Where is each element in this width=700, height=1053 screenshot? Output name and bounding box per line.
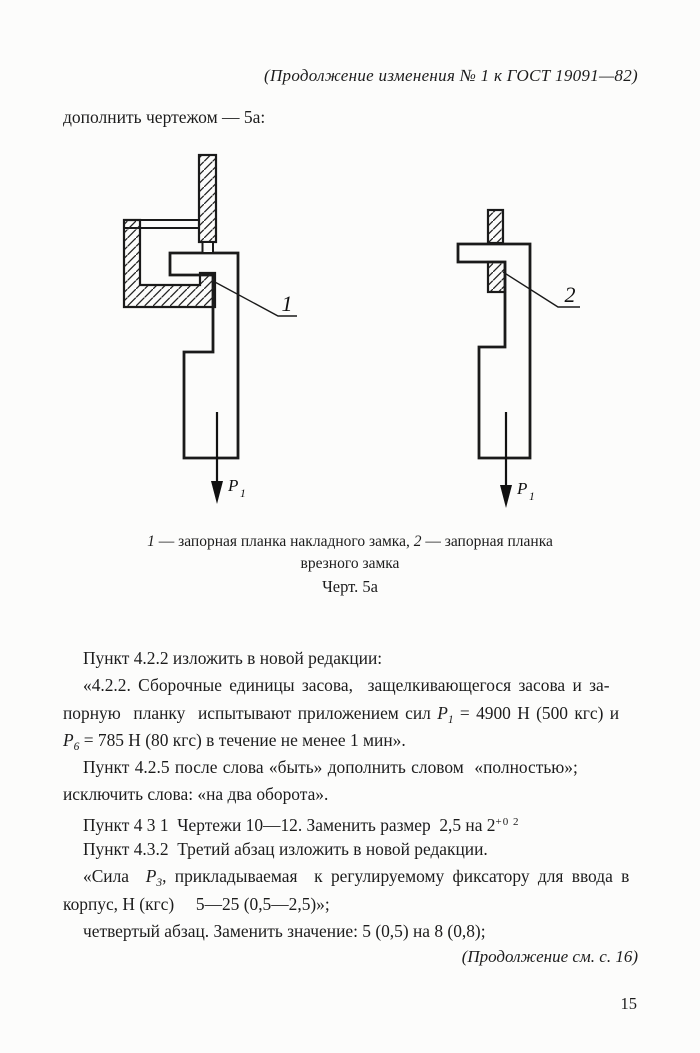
jamb-bar-hatched — [486, 208, 505, 245]
body-line: Пункт 4.2.2 изложить в новой редакции: — [83, 648, 383, 668]
body-line: «Сила P3, прикладываемая к регулируемому… — [83, 866, 630, 890]
footer-continuation-note: (Продолжение см. с. 16) — [461, 947, 638, 966]
jamb-bar-hatched — [197, 153, 218, 244]
body-line: исключить слова: «на два оборота». — [63, 784, 329, 805]
left-lock-drawing: 1 P 1 — [122, 153, 297, 504]
caption-text-2: — запорная планка врезного замка — [300, 533, 553, 572]
right-lock-drawing: 2 P 1 — [456, 208, 580, 508]
strike-plate-hatched — [486, 260, 507, 294]
force-label-right: P — [516, 479, 527, 498]
body-line: Пункт 4.2.5 после слова «быть» дополнить… — [83, 757, 578, 778]
caption-callout-1: 1 — [147, 533, 155, 550]
body-line: Пункт 4.3.2 Третий абзац изложить в ново… — [83, 839, 488, 860]
caption-callout-2: 2 — [413, 533, 422, 550]
body-line: четвертый абзац. Заменить значение: 5 (0… — [83, 920, 486, 941]
lock-body-outline — [168, 251, 240, 460]
force-label-left-sub: 1 — [240, 488, 246, 500]
lock-body-outline — [456, 242, 532, 460]
force-arrow-left — [211, 412, 223, 504]
body-text: Пункт 4.2.2 изложить в новой редакции: «4… — [63, 645, 639, 945]
force-label-left: P — [227, 476, 238, 495]
page-number: 15 — [620, 994, 638, 1013]
jamb-bar-neck — [201, 241, 214, 254]
figure-caption: 1 — запорная планка накладного замка, 2 … — [125, 531, 575, 574]
body-line: корпус, Н (кгс) 5—25 (0,5—2,5)»; — [63, 893, 330, 914]
figure-number-label: Черт. 5а — [322, 577, 378, 596]
intro-line: дополнить чертежом — 5а: — [63, 107, 266, 127]
callout-1-label: 1 — [282, 291, 293, 316]
body-line: «4.2.2. Сборочные единицы засова, защелк… — [83, 675, 610, 696]
leader-line-1 — [212, 280, 297, 317]
header-continuation-note: (Продолжение изменения № 1 к ГОСТ 19091—… — [263, 66, 638, 85]
caption-text-1: — запорная планка накладного замка, — [154, 533, 414, 550]
callout-2-label: 2 — [565, 282, 576, 307]
leader-line-2 — [502, 271, 580, 308]
force-arrow-right — [500, 412, 512, 508]
force-label-right-sub: 1 — [529, 491, 535, 503]
strike-plate-hatched — [122, 218, 217, 309]
body-line: P6 = 785 Н (80 кгс) в течение не менее 1… — [63, 729, 406, 753]
body-line: Пункт 4 3 1 Чертежи 10—12. Заменить разм… — [83, 814, 520, 835]
body-line: порную планку испытывают приложением сил… — [63, 702, 620, 726]
